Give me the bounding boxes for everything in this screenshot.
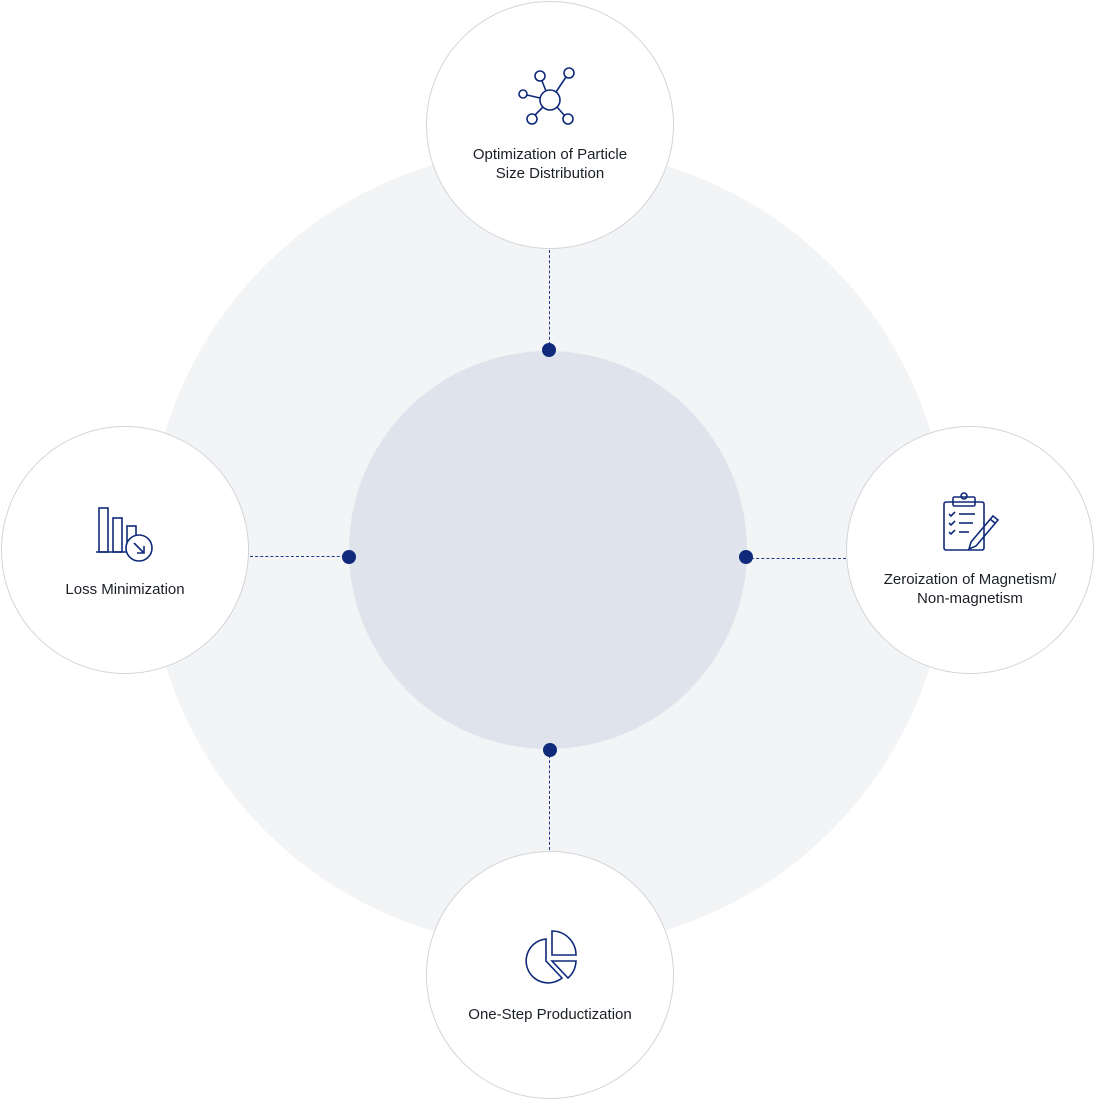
junction-dot-bottom — [543, 743, 557, 757]
junction-dot-top — [542, 343, 556, 357]
node-label: Optimization of Particle Size Distributi… — [472, 146, 628, 182]
pie-chart-icon — [525, 929, 577, 984]
junction-dot-right — [739, 550, 753, 564]
node-label: Loss Minimization — [65, 580, 185, 598]
node-label: Zeroization of Magnetism/ Non-magnetism — [883, 571, 1057, 607]
connector-bottom — [549, 750, 550, 850]
connector-left — [250, 556, 350, 557]
node-zeroization-of-magnetism: Zeroization of Magnetism/ Non-magnetism — [846, 426, 1094, 674]
connector-top — [549, 250, 550, 350]
node-label: One-Step Productization — [468, 1005, 632, 1023]
junction-dot-left — [342, 550, 356, 564]
bar-chart-decrease-icon — [96, 506, 153, 562]
clipboard-checklist-icon — [943, 492, 1000, 551]
center-disk — [349, 351, 747, 749]
node-particle-size-distribution: Optimization of Particle Size Distributi… — [426, 1, 674, 249]
connector-right — [746, 558, 846, 559]
node-one-step-productization: One-Step Productization — [426, 851, 674, 1099]
network-nodes-icon — [518, 67, 575, 125]
node-loss-minimization: Loss Minimization — [1, 426, 249, 674]
